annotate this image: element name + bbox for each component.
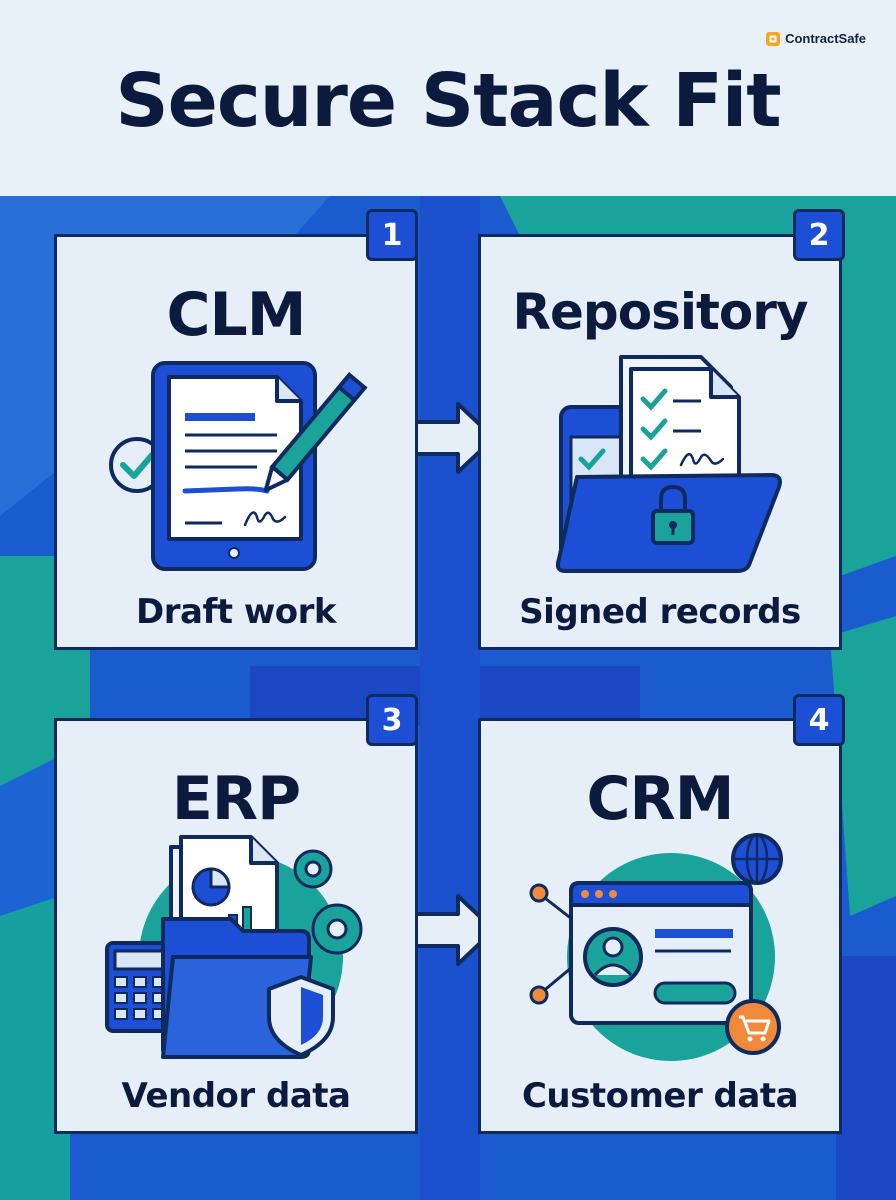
globe-icon	[731, 833, 783, 885]
folder-calculator-shield-icon	[105, 835, 363, 1059]
card-title: ERP	[171, 764, 301, 834]
step-badge: 3	[366, 694, 418, 746]
header: ContractSafe Secure Stack Fit	[0, 0, 896, 196]
card-title: CLM	[166, 280, 307, 350]
brand-logo: ContractSafe	[766, 31, 866, 46]
contractsafe-logo-icon	[766, 31, 781, 46]
card-erp: ERP Vendor data	[54, 718, 418, 1134]
step-badge: 1	[366, 209, 418, 261]
arrow-right-icon	[414, 894, 496, 966]
page-title: Secure Stack Fit	[115, 58, 781, 144]
card-title: CRM	[586, 764, 735, 834]
step-badge: 4	[793, 694, 845, 746]
cart-icon	[725, 999, 781, 1055]
arrow-right-icon	[414, 402, 496, 474]
tablet-contract-pen-icon	[109, 361, 368, 571]
card-title: Repository	[512, 283, 809, 341]
card-subtitle: Signed records	[519, 592, 801, 632]
gear-icon	[293, 849, 333, 889]
locked-folder-documents-icon	[555, 355, 782, 573]
card-subtitle: Draft work	[136, 592, 336, 632]
card-crm: CRM Customer data	[478, 718, 842, 1134]
brand-name: ContractSafe	[785, 31, 866, 46]
card-repository: Repository Signed records	[478, 234, 842, 650]
profile-window-globe-cart-icon	[529, 833, 783, 1061]
card-clm: CLM Draft work	[54, 234, 418, 650]
card-subtitle: Vendor data	[121, 1076, 352, 1116]
card-subtitle: Customer data	[521, 1076, 799, 1116]
step-badge: 2	[793, 209, 845, 261]
